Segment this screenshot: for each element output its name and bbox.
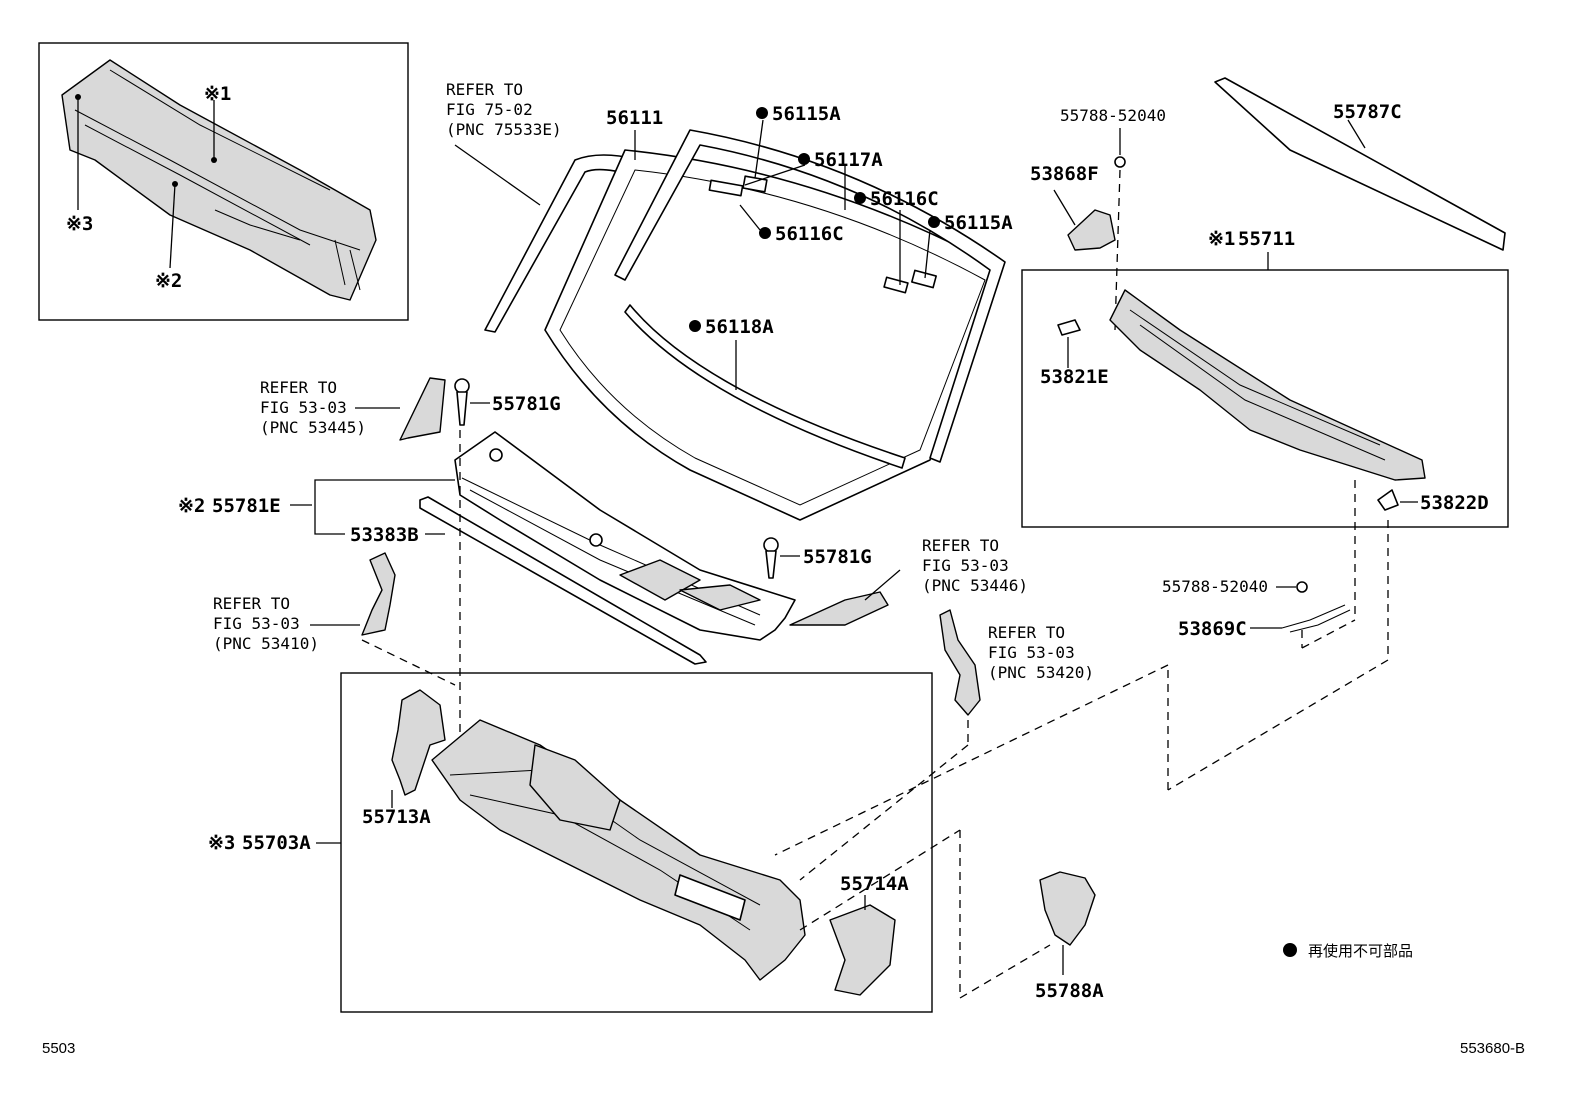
ref-75-02-line2: FIG 75-02 <box>446 100 533 119</box>
ref-53420-line3: (PNC 53420) <box>988 663 1094 682</box>
ref-53446-line3: (PNC 53446) <box>922 576 1028 595</box>
label-53821e: 53821E <box>1040 366 1109 388</box>
part-53869c: 55788-52040 53869C <box>1162 577 1356 649</box>
cowl-top-panel: REFER TO FIG 53-03 (PNC 53445) 55781G ※2… <box>178 377 1094 881</box>
label-53822d: 53822D <box>1420 492 1489 514</box>
label-55787c: 55787C <box>1333 101 1402 123</box>
ref-53410-line3: (PNC 53410) <box>213 634 319 653</box>
label-55703a: 55703A <box>242 832 311 854</box>
label-55711-mark: ※1 <box>1208 228 1235 250</box>
right-upper-parts: 55787C 55788-52040 53868F ※1 55711 53821… <box>774 77 1509 856</box>
label-56111: 56111 <box>606 107 663 129</box>
label-56117a: 56117A <box>814 149 883 171</box>
label-55788-52040-top: 55788-52040 <box>1060 106 1166 125</box>
label-55788-52040-mid: 55788-52040 <box>1162 577 1268 596</box>
ref-53410-line2: FIG 53-03 <box>213 614 300 633</box>
ref-53410-line1: REFER TO <box>213 594 290 613</box>
label-55781e-mark: ※2 <box>178 495 205 517</box>
label-56116c-right: 56116C <box>870 188 939 210</box>
label-56116c-left: 56116C <box>775 223 844 245</box>
inset-mark-2: ※2 <box>155 270 182 292</box>
label-53868f: 53868F <box>1030 163 1099 185</box>
part-55788a: 55788A <box>959 830 1104 1002</box>
label-56115a-top: 56115A <box>772 103 841 125</box>
label-53869c: 53869C <box>1178 618 1247 640</box>
ref-75-02-line3: (PNC 75533E) <box>446 120 562 139</box>
footer-left: 5503 <box>42 1040 75 1057</box>
label-55703a-mark: ※3 <box>208 832 235 854</box>
label-53383b: 53383B <box>350 524 419 546</box>
label-55781e: 55781E <box>212 495 281 517</box>
ref-53445-line1: REFER TO <box>260 378 337 397</box>
legend-dot-icon <box>1283 943 1297 957</box>
ref-75-02-line1: REFER TO <box>446 80 523 99</box>
legend-text: 再使用不可部品 <box>1308 943 1413 960</box>
cowl-panel-box: 55713A ※3 55703A 55714A <box>208 672 961 1013</box>
ref-53445-line2: FIG 53-03 <box>260 398 347 417</box>
ref-53445-line3: (PNC 53445) <box>260 418 366 437</box>
label-55781g-top: 55781G <box>492 393 561 415</box>
ref-53420-line1: REFER TO <box>988 623 1065 642</box>
legend: 再使用不可部品 <box>1283 943 1413 960</box>
inset-overview: ※1 ※3 ※2 <box>38 42 409 321</box>
ref-53446-line1: REFER TO <box>922 536 999 555</box>
ref-53420-line2: FIG 53-03 <box>988 643 1075 662</box>
ref-53446-line2: FIG 53-03 <box>922 556 1009 575</box>
label-55781g-mid: 55781G <box>803 546 872 568</box>
inset-mark-3: ※3 <box>66 213 93 235</box>
inset-mark-1: ※1 <box>204 83 231 105</box>
windshield-assembly: 56111 56115A 56117A 56116C 56116C 56115A… <box>446 80 1013 521</box>
label-55788a: 55788A <box>1035 980 1104 1002</box>
label-56118a: 56118A <box>705 316 774 338</box>
label-55713a: 55713A <box>362 806 431 828</box>
label-56115a-right: 56115A <box>944 212 1013 234</box>
label-55711: 55711 <box>1238 228 1295 250</box>
footer-right: 553680-B <box>1460 1040 1525 1057</box>
